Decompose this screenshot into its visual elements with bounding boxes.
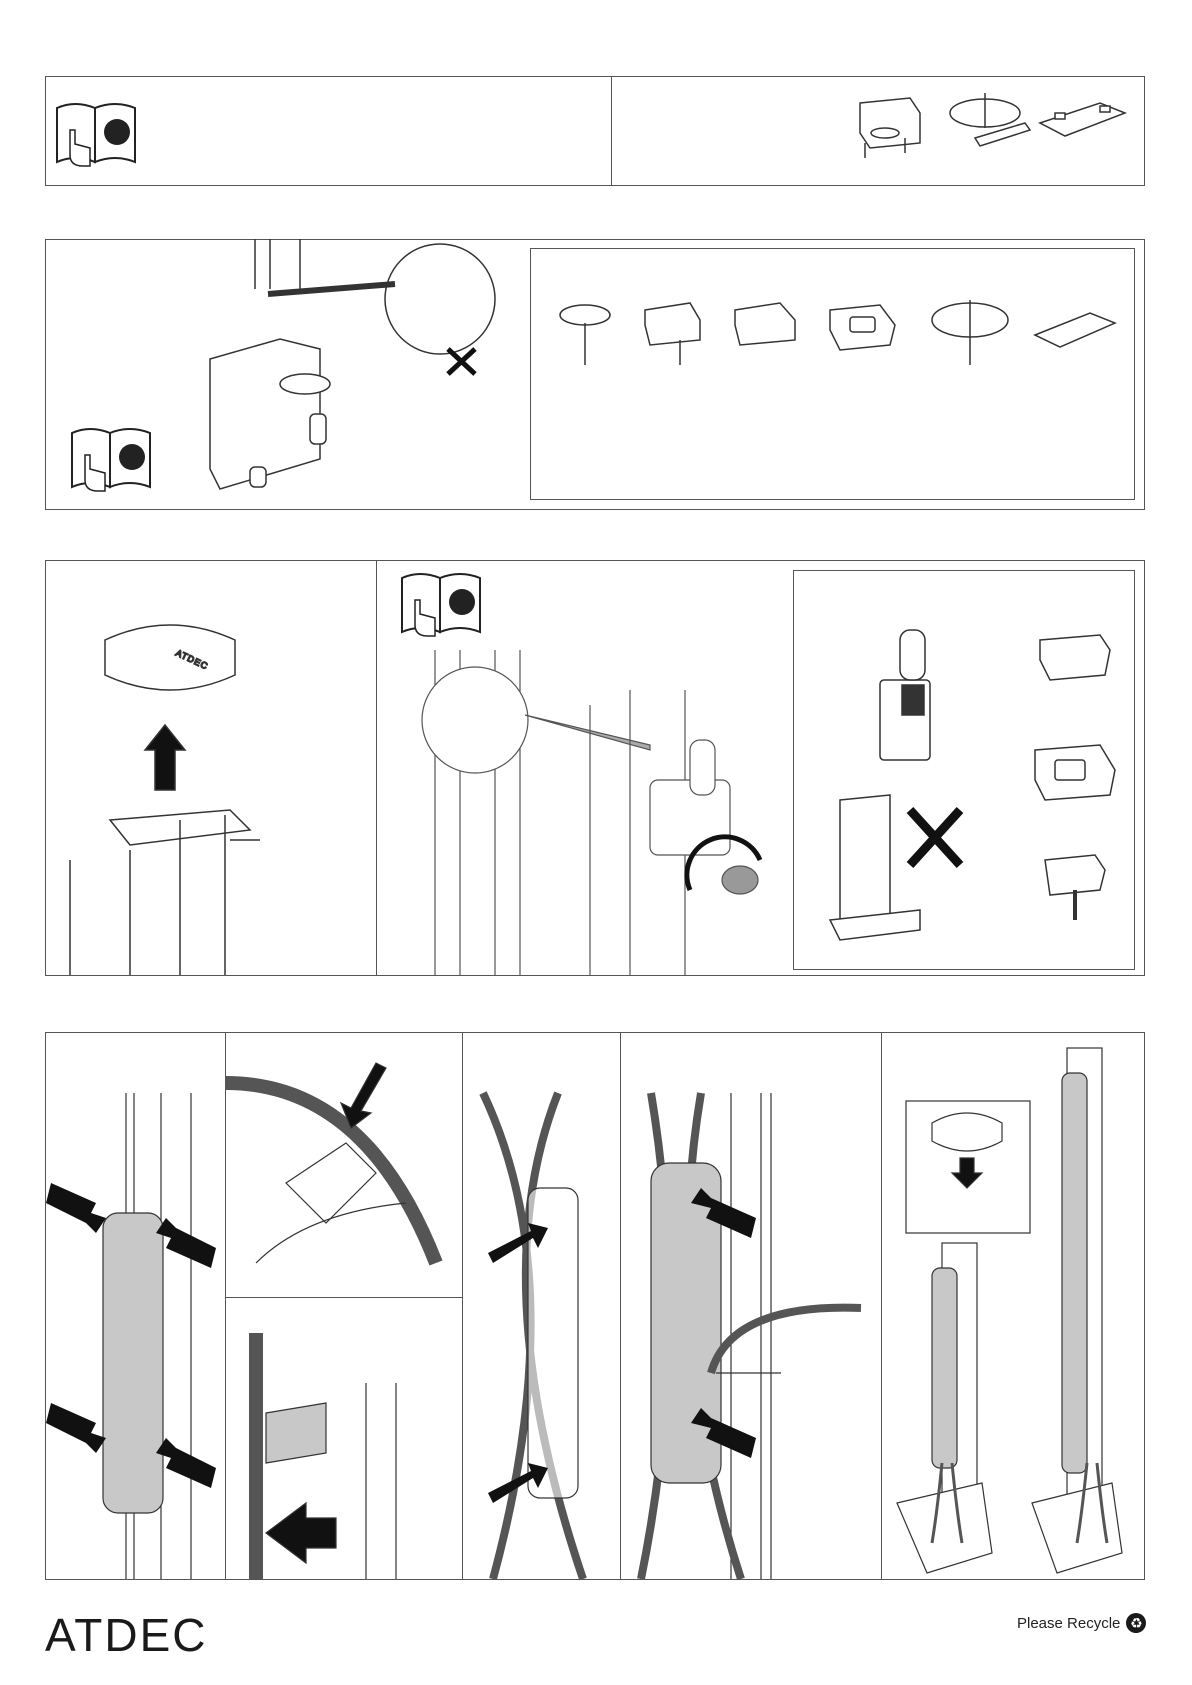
incorrect-mount-box xyxy=(793,570,1135,970)
incorrect-mount-illustration xyxy=(828,629,1116,941)
compatible-mounts-box xyxy=(530,248,1135,500)
divider xyxy=(225,1032,226,1580)
read-manual-icon xyxy=(56,103,136,167)
step-panel-row4 xyxy=(45,1032,1145,1580)
divider xyxy=(376,560,377,976)
divider xyxy=(611,76,612,186)
cap-removal-illustration: ATDEC xyxy=(69,624,260,975)
read-manual-icon xyxy=(71,428,151,492)
step-panel-row3 xyxy=(45,560,1145,976)
clip-cable-illustration xyxy=(225,1062,443,1579)
recycle-notice: Please Recycle ♻ xyxy=(1017,1613,1147,1633)
height-adjust-illustration xyxy=(421,650,763,975)
mount-options-icons xyxy=(859,93,1128,158)
compatible-mounts-icons xyxy=(559,300,1117,365)
step-panel-row1 xyxy=(45,76,1145,186)
recycle-icon: ♻ xyxy=(1126,1613,1147,1633)
atdec-logo: ATDEC xyxy=(45,1609,208,1661)
cover-over-cables-illustration xyxy=(637,1092,862,1581)
divider xyxy=(620,1032,621,1580)
divider xyxy=(881,1032,882,1580)
cable-cover-attach-illustration xyxy=(46,1093,216,1579)
read-manual-icon xyxy=(401,573,481,637)
divider xyxy=(462,1032,463,1580)
step-panel-row2 xyxy=(45,239,1145,510)
recycle-label: Please Recycle xyxy=(1017,1614,1121,1632)
finished-assembly-illustration xyxy=(896,1047,1123,1574)
divider xyxy=(225,1297,462,1298)
cable-routing-illustration xyxy=(479,1091,587,1581)
clamp-pole-illustration xyxy=(209,239,496,490)
